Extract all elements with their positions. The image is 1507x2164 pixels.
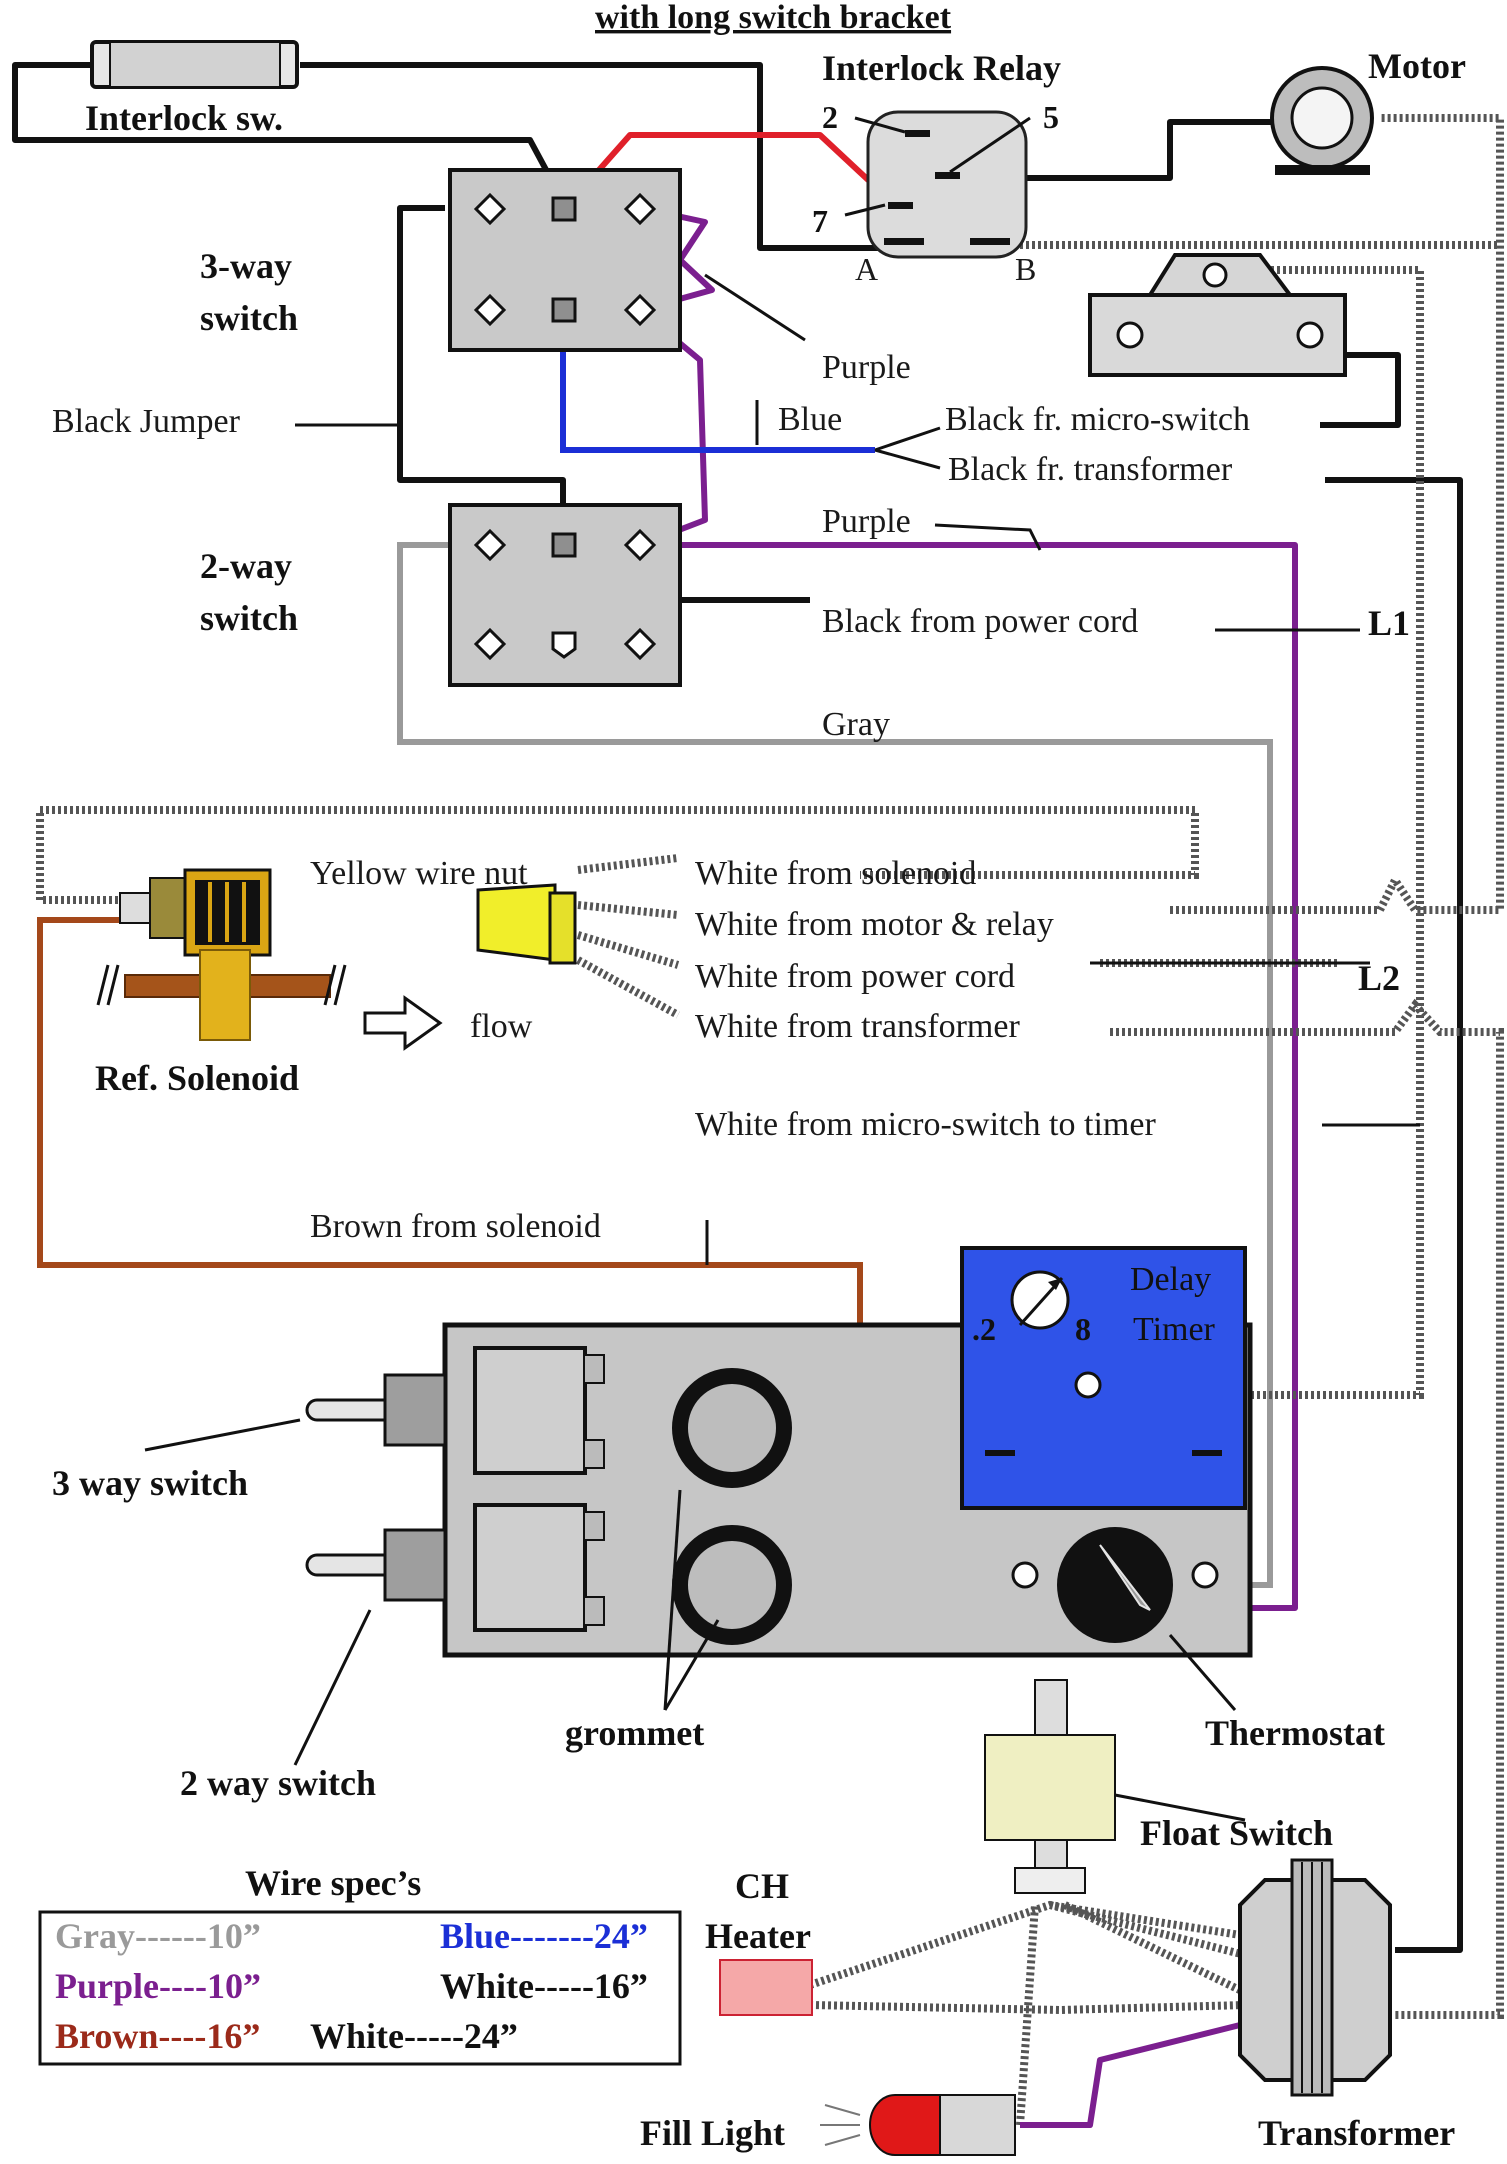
micro-switch — [1088, 253, 1347, 377]
grommet-label: grommet — [565, 1713, 704, 1753]
float-switch-label: Float Switch — [1140, 1813, 1333, 1853]
float-switch — [984, 1679, 1116, 1894]
white-motor-relay-label: White from motor & relay — [695, 906, 1054, 943]
purple-wire-2 — [640, 542, 1298, 1611]
black-jumper-label: Black Jumper — [52, 403, 241, 440]
transformer-black-wire — [1325, 477, 1463, 1953]
purple-label-2: Purple — [822, 503, 911, 540]
interlock-relay — [844, 110, 1031, 259]
gray-wire — [397, 542, 1273, 1588]
white-power-cord-label: White from power cord — [695, 958, 1015, 995]
purple-label-1: Purple — [822, 349, 911, 386]
black-transformer-label: Black fr. transformer — [948, 451, 1233, 488]
interlock-switch — [90, 40, 299, 89]
header-text: with long switch bracket — [595, 0, 952, 36]
wire-spec-gray: Gray------10” — [55, 1916, 261, 1956]
relay-pin-a-label: A — [855, 251, 878, 287]
ch-heater — [719, 1959, 813, 2016]
transformer — [1238, 1858, 1392, 2097]
interlock-switch-label: Interlock sw. — [85, 98, 283, 138]
wire-spec-blue: Blue-------24” — [440, 1916, 648, 1956]
wire-spec-table: Wire spec’s Gray------10” Purple----10” … — [38, 1863, 682, 2066]
fill-light-purple-wire — [1020, 2022, 1241, 2128]
black-power-cord-label: Black from power cord — [822, 603, 1138, 640]
ch-label: CH — [735, 1866, 789, 1906]
three-way-switch-label-2: switch — [200, 298, 298, 338]
wire-spec-purple: Purple----10” — [55, 1966, 261, 2006]
two-way-switch-callout: 2 way switch — [180, 1763, 376, 1803]
three-way-switch-label-1: 3-way — [200, 246, 292, 286]
wire-spec-white-24: White-----24” — [310, 2016, 518, 2056]
relay-pin-2-label: 2 — [822, 99, 838, 135]
relay-pin-5-label: 5 — [1043, 99, 1059, 135]
white-transformer-label: White from transformer — [695, 1008, 1020, 1045]
flow-label: flow — [470, 1008, 533, 1045]
two-way-switch-block — [448, 503, 682, 687]
gray-label: Gray — [822, 706, 890, 743]
blue-label: Blue — [778, 401, 842, 438]
wire-spec-title: Wire spec’s — [245, 1863, 421, 1903]
wire-spec-white-16: White-----16” — [440, 1966, 648, 2006]
timer-label: Timer — [1133, 1311, 1216, 1348]
ref-solenoid-label: Ref. Solenoid — [95, 1058, 299, 1098]
relay-pin-b-label: B — [1015, 251, 1036, 287]
white-micro-switch-timer-label: White from micro-switch to timer — [695, 1106, 1156, 1143]
motor-label: Motor — [1368, 46, 1466, 86]
relay-pin-7-label: 7 — [812, 203, 828, 239]
yellow-wire-nut — [476, 883, 577, 965]
l1-label: L1 — [1368, 603, 1410, 643]
three-way-switch-block — [448, 168, 682, 352]
interlock-relay-label: Interlock Relay — [822, 48, 1061, 88]
fill-light-label: Fill Light — [640, 2113, 785, 2153]
refrigerant-solenoid — [96, 868, 443, 1051]
blue-wire — [560, 310, 875, 453]
brown-solenoid-label: Brown from solenoid — [310, 1208, 601, 1245]
black-micro-switch-label: Black fr. micro-switch — [945, 401, 1250, 438]
label-arrows — [144, 273, 1420, 1822]
micro-switch-black-wire — [1320, 352, 1401, 428]
three-way-switch-callout: 3 way switch — [52, 1463, 248, 1503]
fill-light — [820, 2094, 1016, 2156]
delay-timer — [960, 1246, 1247, 1510]
l2-label: L2 — [1358, 958, 1400, 998]
two-way-switch-label-2: switch — [200, 598, 298, 638]
relay-motor-wire — [950, 119, 1275, 181]
heater-label: Heater — [705, 1916, 811, 1956]
wire-spec-brown: Brown----16” — [55, 2016, 260, 2056]
thermostat-label: Thermostat — [1205, 1713, 1385, 1753]
yellow-wire-nut-label: Yellow wire nut — [310, 855, 528, 892]
dial-max-label: 8 — [1075, 1311, 1091, 1347]
white-solenoid-label: White from solenoid — [695, 855, 976, 892]
dial-min-label: .2 — [972, 1311, 996, 1347]
two-way-switch-label-1: 2-way — [200, 546, 292, 586]
transformer-label: Transformer — [1258, 2113, 1455, 2153]
interlock-switch-wire — [12, 62, 880, 251]
motor — [1270, 66, 1374, 175]
delay-label: Delay — [1130, 1261, 1211, 1298]
